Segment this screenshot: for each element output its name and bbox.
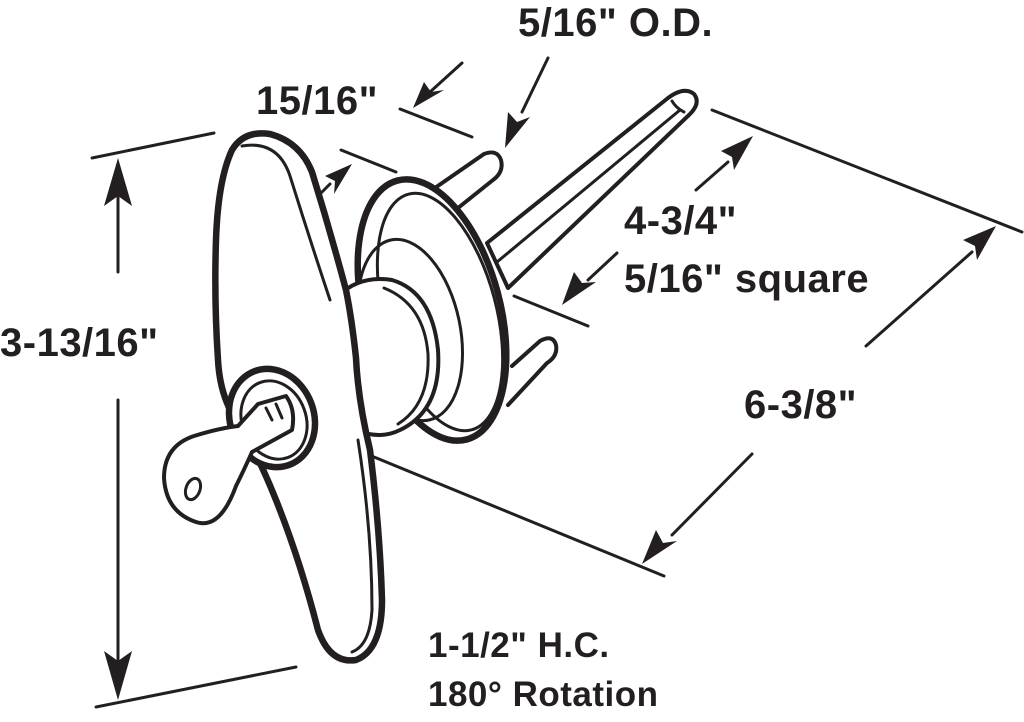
upper-stud xyxy=(430,150,504,210)
mounting-studs xyxy=(430,150,559,407)
stem-width-leader-right xyxy=(428,61,464,94)
spindle-edge xyxy=(495,108,682,264)
hole-center-note: 1-1/2" H.C. xyxy=(428,626,610,665)
key-cuts xyxy=(264,402,284,422)
square-spindle xyxy=(485,88,699,290)
arrow-up-right-icon xyxy=(325,164,352,194)
spindle-square-leader xyxy=(586,251,619,282)
od-label: 5/16" O.D. xyxy=(518,1,713,45)
lower-stud xyxy=(506,336,559,407)
key-and-keyway xyxy=(162,365,319,526)
arrow-down-left-icon xyxy=(642,530,677,564)
height-extension-bottom xyxy=(94,665,298,709)
key-hole xyxy=(183,476,203,502)
arrow-up-right-icon xyxy=(721,136,753,170)
overall-extension-top xyxy=(710,108,1024,234)
spindle-square-label: 5/16" square xyxy=(624,257,869,301)
overall-length-dimension: 6-3/8" xyxy=(372,108,1024,578)
arrow-up-icon xyxy=(104,158,132,206)
height-label: 3-13/16" xyxy=(0,321,159,365)
stem-width-label: 15/16" xyxy=(256,79,378,123)
cylinder-collar xyxy=(336,277,441,437)
rotation-note: 180° Rotation xyxy=(428,675,659,714)
od-dimension: 5/16" O.D. xyxy=(505,1,713,148)
overall-dim-line-top xyxy=(864,250,974,348)
key xyxy=(162,394,296,526)
cylinder-ring xyxy=(382,286,430,426)
spindle-square-extension xyxy=(512,294,590,328)
arrow-down-icon xyxy=(505,112,530,148)
overall-length-label: 6-3/8" xyxy=(744,383,857,427)
spindle-tip xyxy=(670,99,686,114)
height-extension-top xyxy=(90,131,216,160)
lock-cylinder xyxy=(336,277,441,437)
arrow-down-icon xyxy=(104,651,132,700)
spindle-length-label: 4-3/4" xyxy=(624,199,737,243)
spindle-dimension: 4-3/4" 5/16" square xyxy=(512,136,869,328)
arrow-up-right-icon xyxy=(963,226,996,260)
overall-extension-bottom xyxy=(372,455,666,578)
stem-width-dimension: 15/16" xyxy=(256,61,474,202)
stem-width-extension-left xyxy=(339,148,398,174)
arrow-down-left-icon xyxy=(413,82,444,108)
handle-highlight-top xyxy=(240,143,332,302)
height-dimension: 3-13/16" xyxy=(0,131,298,709)
overall-dim-line-bottom xyxy=(670,452,754,537)
handle-highlight-bottom xyxy=(350,438,374,654)
spindle-length-leader xyxy=(694,160,730,192)
stem-width-extension-right xyxy=(398,107,474,139)
arrow-down-left-icon xyxy=(562,272,596,305)
od-leader xyxy=(520,56,550,114)
